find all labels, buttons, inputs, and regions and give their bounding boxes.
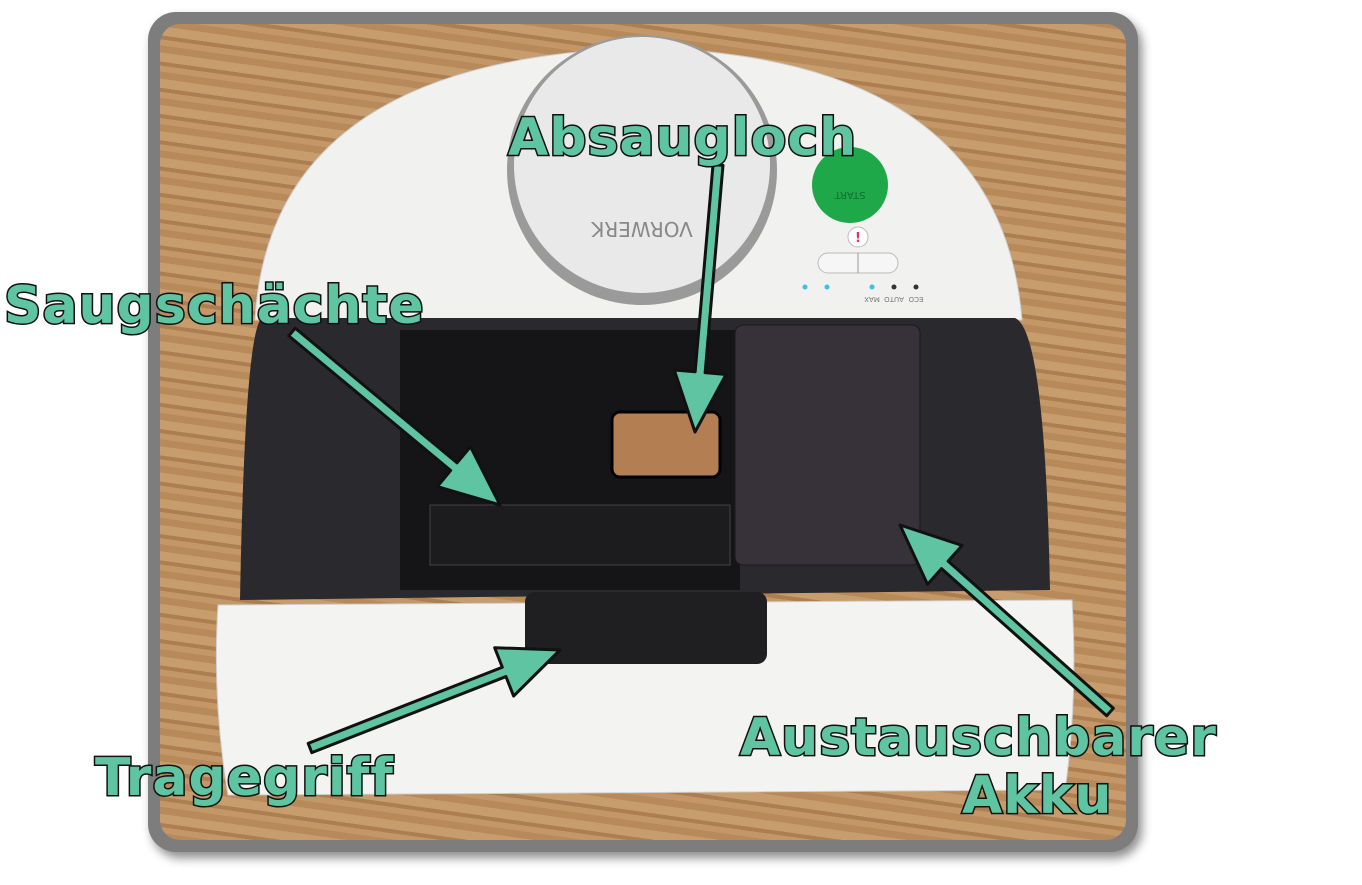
carry-handle — [525, 592, 767, 664]
suction-channels — [429, 504, 731, 566]
robot-front-bumper — [215, 599, 1075, 796]
mode-label-eco: ECO — [908, 295, 923, 303]
arrow-carry-handle — [306, 646, 562, 755]
alert-icon-glyph: ! — [855, 231, 861, 246]
arrows — [287, 163, 1115, 755]
alert-icon — [847, 226, 869, 248]
arrow-suction-channels — [287, 326, 502, 507]
battery-cover — [734, 324, 921, 566]
brand-logo: VORWERK — [590, 217, 692, 241]
label-battery-line2: Akku — [960, 766, 1113, 826]
mode-indicators: MAX AUTO ECO — [802, 284, 923, 303]
suction-hole — [610, 410, 722, 479]
start-button-label: START — [834, 189, 866, 200]
mode-label-auto: AUTO — [884, 295, 904, 303]
label-suction-channels: Saugschächte — [3, 276, 426, 336]
arrow-suction-hole — [672, 163, 728, 434]
mode-label-max: MAX — [864, 295, 880, 303]
label-battery-line1: Austauschbarer — [739, 708, 1218, 768]
arrow-battery — [898, 523, 1115, 718]
label-suction-hole: Absaugloch — [506, 108, 858, 168]
label-carry-handle: Tragegriff — [94, 748, 395, 808]
start-button — [812, 147, 888, 223]
